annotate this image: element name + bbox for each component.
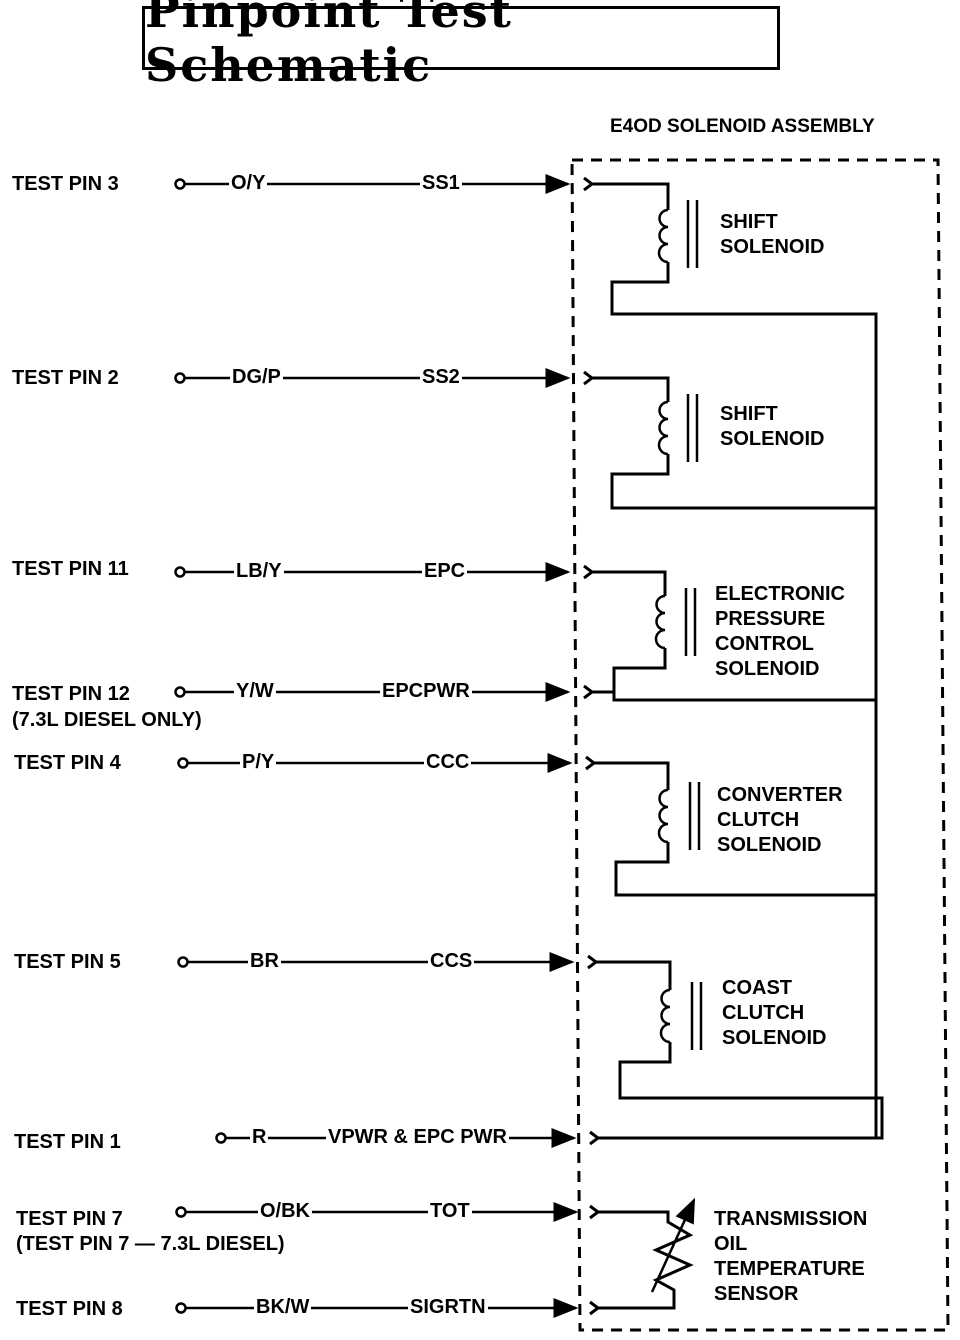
- pin-8-terminal: [175, 1302, 187, 1314]
- signal-epc: EPC: [422, 560, 468, 582]
- pin-12-label: TEST PIN 12: [12, 683, 130, 705]
- pin-12-terminal: [174, 686, 186, 698]
- pin-5-terminal: [177, 956, 189, 968]
- wire-color-pin-1: R: [250, 1126, 269, 1148]
- signal-vpwr: VPWR & EPC PWR: [326, 1126, 509, 1148]
- signal-ss1: SS1: [420, 172, 462, 194]
- pin-7-note: (TEST PIN 7 — 7.3L DIESEL): [16, 1233, 285, 1255]
- signal-ss2: SS2: [420, 366, 462, 388]
- pin-5-label: TEST PIN 5: [14, 951, 121, 973]
- coil-icon: [659, 988, 671, 1044]
- pin-12-note: (7.3L DIESEL ONLY): [12, 709, 202, 731]
- pin-11-label: TEST PIN 11: [12, 558, 129, 580]
- pin-4-label: TEST PIN 4: [14, 752, 121, 774]
- wire-color-pin-5: BR: [248, 950, 281, 972]
- pin-7-label: TEST PIN 7: [16, 1208, 123, 1230]
- wire-color-pin-2: DG/P: [230, 366, 283, 388]
- pin-2-terminal: [174, 372, 186, 384]
- pin-7-terminal: [175, 1206, 187, 1218]
- wire-color-pin-3: O/Y: [229, 172, 268, 194]
- signal-ccc: CCC: [424, 751, 472, 773]
- shift-solenoid-2-circuit: [592, 376, 876, 510]
- signal-ccs: CCS: [428, 950, 475, 972]
- tot-sensor-circuit: [598, 1210, 694, 1310]
- converter-clutch-circuit: [594, 761, 876, 897]
- pin-1-terminal: [215, 1132, 227, 1144]
- coil-icon: [654, 594, 666, 650]
- pin-8-label: TEST PIN 8: [16, 1298, 123, 1320]
- wire-color-pin-11: LB/Y: [234, 560, 284, 582]
- shift-solenoid-1-circuit: [592, 182, 878, 1138]
- pin-4-terminal: [177, 757, 189, 769]
- coil-icon: [657, 400, 669, 456]
- signal-tot: TOT: [428, 1200, 472, 1222]
- epc-solenoid-circuit: [592, 570, 876, 702]
- pin-2-label: TEST PIN 2: [12, 367, 119, 389]
- wire-color-pin-8: BK/W: [254, 1296, 312, 1318]
- coil-icon: [657, 208, 669, 264]
- signal-sigrtn: SIGRTN: [408, 1296, 488, 1318]
- coast-clutch-circuit: [596, 960, 884, 1140]
- pin-11-terminal: [174, 566, 186, 578]
- pin-3-terminal: [174, 178, 186, 190]
- coil-icon: [657, 788, 669, 844]
- pin-1-label: TEST PIN 1: [14, 1131, 121, 1153]
- assembly-boundary: [570, 158, 950, 1332]
- wire-color-pin-7: O/BK: [258, 1200, 312, 1222]
- wire-color-pin-4: P/Y: [240, 751, 277, 773]
- assembly-label: E4OD SOLENOID ASSEMBLY: [610, 116, 875, 137]
- title-box: Pinpoint Test Schematic: [142, 0, 780, 92]
- signal-epcpwr: EPCPWR: [380, 680, 472, 702]
- wire-color-pin-12: Y/W: [234, 680, 276, 702]
- pin-3-label: TEST PIN 3: [12, 173, 119, 195]
- page-title: Pinpoint Test Schematic: [145, 0, 513, 92]
